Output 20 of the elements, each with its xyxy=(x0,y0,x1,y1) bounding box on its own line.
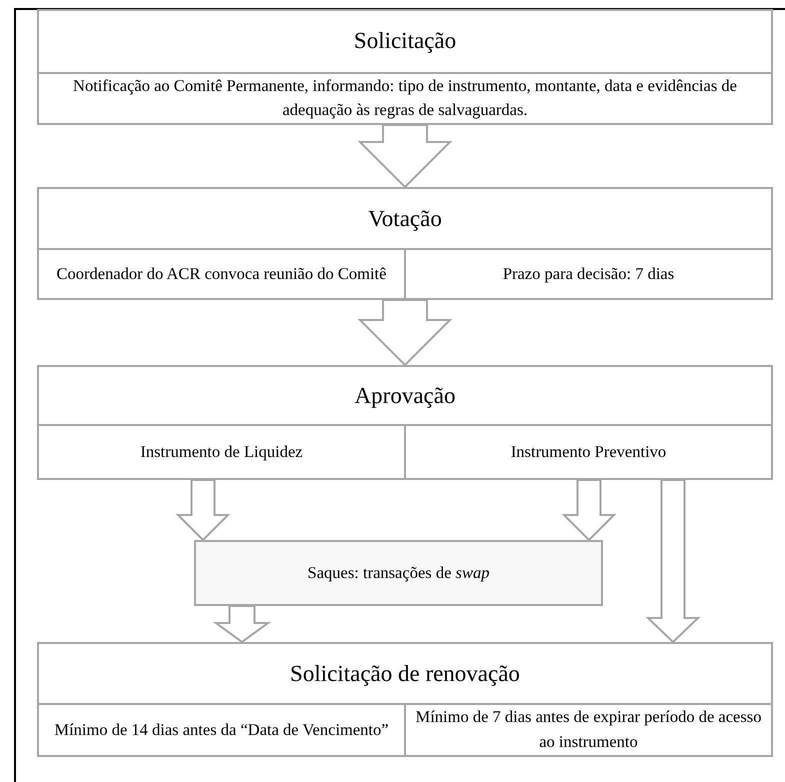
stage-heading: Solicitação xyxy=(39,11,771,74)
stage-heading: Solicitação de renovação xyxy=(39,644,771,705)
stage-box xyxy=(37,9,773,125)
stage-heading: Votação xyxy=(39,189,771,250)
description-cell-text: Notificação ao Comitê Permanente, informando: tipo de instrumento, montante, data e evidências de adequação às regras de salvaguardas. xyxy=(72,74,738,122)
block-arrow xyxy=(646,479,700,644)
stage-box xyxy=(37,642,773,757)
detail-cell: Coordenador do ACR convoca reunião do Comitê xyxy=(39,250,404,298)
process-box: Saques: transações de swap xyxy=(194,540,603,606)
block-arrow xyxy=(212,605,272,644)
block-arrow xyxy=(358,124,452,188)
detail-cell: Mínimo de 14 dias antes da “Data de Vencimento” xyxy=(39,705,404,755)
block-arrow xyxy=(562,479,616,542)
block-arrow xyxy=(176,479,230,542)
block-arrow xyxy=(358,299,452,366)
detail-cell: Instrumento de Liquidez xyxy=(39,426,404,478)
stage-box xyxy=(37,365,773,480)
stage-heading: Aprovação xyxy=(39,367,771,426)
detail-cell: Mínimo de 7 dias antes de expirar período de acesso ao instrumento xyxy=(404,705,771,755)
stage-box xyxy=(37,187,773,300)
